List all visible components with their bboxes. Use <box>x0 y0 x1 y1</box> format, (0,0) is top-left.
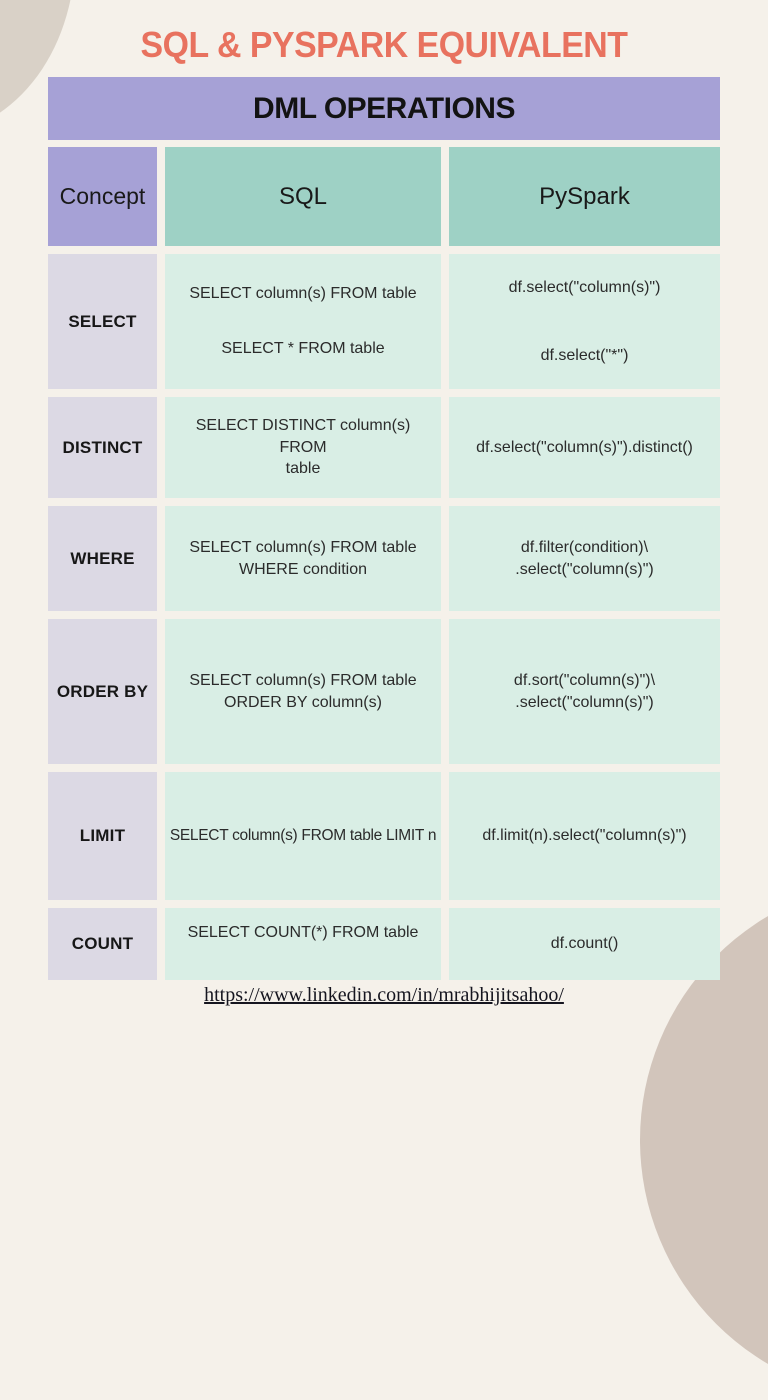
page-title: SQL & PYSPARK EQUIVALENT <box>140 24 628 65</box>
pyspark-statement: df.sort("column(s)")\ .select("column(s)… <box>513 671 656 711</box>
concept-cell-where: WHERE <box>48 506 157 611</box>
sql-cell-limit: SELECT column(s) FROM table LIMIT n <box>165 772 441 900</box>
pyspark-statement: df.limit(n).select("column(s)") <box>482 827 687 845</box>
sql-statement: SELECT DISTINCT column(s) FROM table <box>195 417 411 478</box>
sql-cell-distinct: SELECT DISTINCT column(s) FROM table <box>165 397 441 498</box>
pyspark-cell-where: df.filter(condition)\ .select("column(s)… <box>449 506 720 611</box>
pyspark-statement: df.select("column(s)") <box>508 278 661 296</box>
table-banner: DML OPERATIONS <box>48 77 720 140</box>
concept-cell-distinct: DISTINCT <box>48 397 157 498</box>
pyspark-cell-order-by: df.sort("column(s)")\ .select("column(s)… <box>449 619 720 764</box>
pyspark-statement: df.select("*") <box>540 346 629 364</box>
concept-cell-count: COUNT <box>48 908 157 980</box>
sql-statement: SELECT COUNT(*) FROM table <box>187 924 419 941</box>
column-header-concept: Concept <box>48 147 157 246</box>
column-header-pyspark: PySpark <box>449 147 720 246</box>
sql-cell-select: SELECT column(s) FROM table SELECT * FRO… <box>165 254 441 389</box>
concept-cell-limit: LIMIT <box>48 772 157 900</box>
pyspark-cell-limit: df.limit(n).select("column(s)") <box>449 772 720 900</box>
pyspark-cell-select: df.select("column(s)") df.select("*") <box>449 254 720 389</box>
pyspark-statement: df.count() <box>550 935 619 953</box>
column-header-sql: SQL <box>165 147 441 246</box>
pyspark-cell-distinct: df.select("column(s)").distinct() <box>449 397 720 498</box>
sql-statement: SELECT * FROM table <box>221 340 385 357</box>
concept-cell-order-by: ORDER BY <box>48 619 157 764</box>
pyspark-statement: df.filter(condition)\ .select("column(s)… <box>515 538 654 578</box>
equivalence-table: DML OPERATIONS Concept SQL PySpark SELEC… <box>48 77 720 980</box>
sql-statement: SELECT column(s) FROM table ORDER BY col… <box>189 671 417 711</box>
sql-cell-where: SELECT column(s) FROM table WHERE condit… <box>165 506 441 611</box>
sql-cell-count: SELECT COUNT(*) FROM table <box>165 908 441 980</box>
pyspark-cell-count: df.count() <box>449 908 720 980</box>
table-grid: Concept SQL PySpark SELECT SELECT column… <box>48 147 720 980</box>
sql-statement: SELECT column(s) FROM table <box>189 285 417 303</box>
sql-statement: SELECT column(s) FROM table LIMIT n <box>169 826 437 844</box>
linkedin-link[interactable]: https://www.linkedin.com/in/mrabhijitsah… <box>204 984 564 1006</box>
sql-cell-order-by: SELECT column(s) FROM table ORDER BY col… <box>165 619 441 764</box>
footer: https://www.linkedin.com/in/mrabhijitsah… <box>0 984 768 1007</box>
sql-statement: SELECT column(s) FROM table WHERE condit… <box>189 538 417 578</box>
concept-cell-select: SELECT <box>48 254 157 389</box>
pyspark-statement: df.select("column(s)").distinct() <box>476 438 693 456</box>
